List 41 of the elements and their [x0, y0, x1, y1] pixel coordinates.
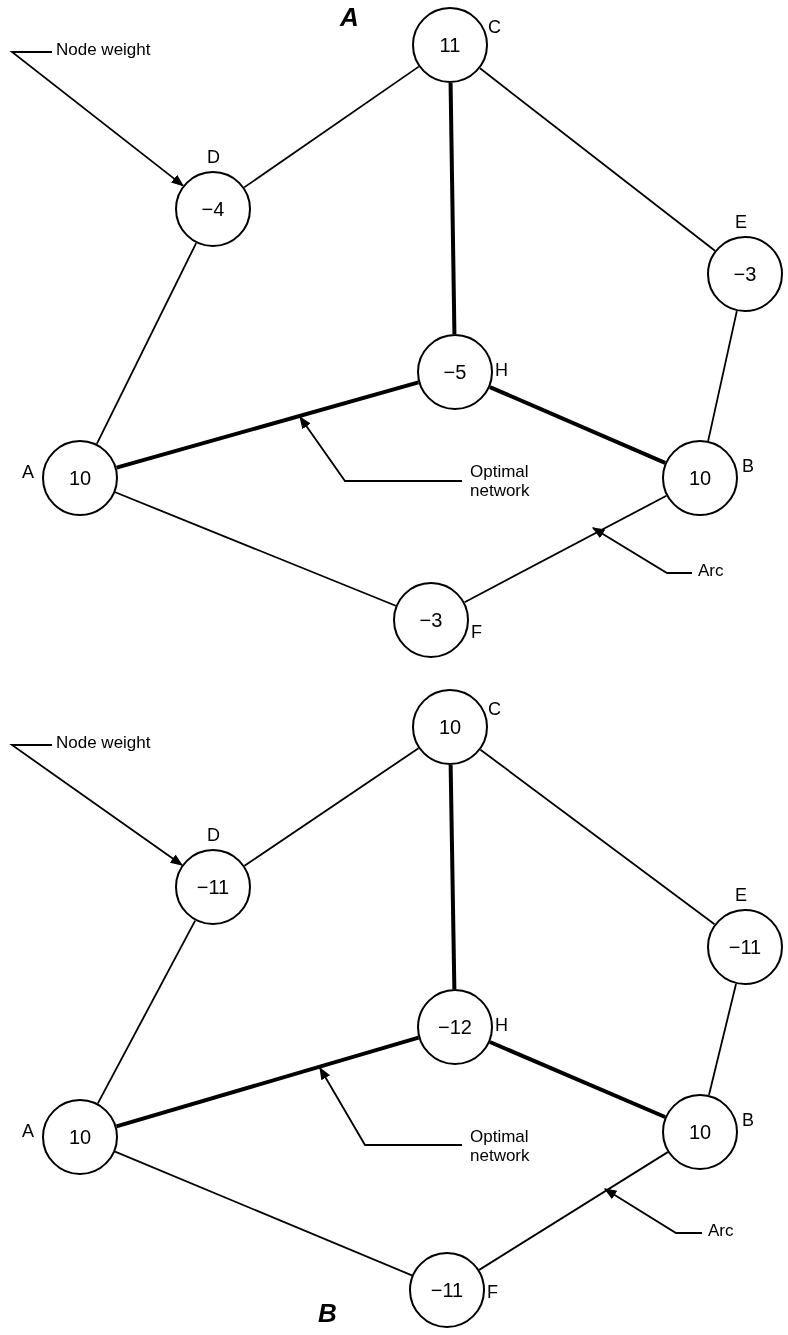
leader-line — [319, 1066, 463, 1146]
arc-line — [478, 1151, 669, 1271]
arc-line — [463, 494, 668, 604]
node-letter: B — [742, 1110, 754, 1130]
node-letter: F — [487, 1282, 498, 1302]
leader-line — [603, 1188, 703, 1234]
leader-line — [299, 415, 463, 482]
node-letter: D — [207, 825, 220, 845]
node-letter: D — [207, 147, 220, 167]
panel-label: B — [318, 1298, 337, 1328]
leader-label: Arc — [698, 561, 738, 580]
node-letter: A — [22, 1121, 34, 1141]
node-letter: F — [471, 622, 482, 642]
leader-label: Optimal network — [470, 462, 550, 500]
node-letter: C — [488, 699, 501, 719]
arc-line — [479, 748, 716, 926]
arc-line — [448, 764, 457, 990]
leader-line — [9, 51, 185, 187]
leader-line — [591, 527, 693, 574]
arc-line — [489, 385, 666, 465]
node-letter: H — [495, 1015, 508, 1035]
panel-label: A — [340, 2, 359, 32]
node-letter: E — [735, 212, 747, 232]
leader-label: Node weight — [56, 40, 166, 59]
leader-label: Node weight — [56, 733, 166, 752]
arc-line — [707, 310, 738, 442]
leader-label: Optimal network — [470, 1127, 550, 1165]
node-letter: E — [735, 885, 747, 905]
arc-line — [243, 65, 420, 189]
arc-line — [479, 67, 716, 252]
node-letter: C — [488, 17, 501, 37]
leader-label: Arc — [708, 1221, 748, 1240]
node-letter: B — [742, 456, 754, 476]
arc-line — [489, 1040, 666, 1119]
arc-line — [708, 983, 737, 1096]
node-letter: H — [495, 360, 508, 380]
arc-line — [243, 747, 420, 867]
leader-line — [9, 744, 183, 866]
arc-line — [96, 919, 197, 1105]
arc-line — [448, 82, 457, 335]
node-letter: A — [22, 462, 34, 482]
